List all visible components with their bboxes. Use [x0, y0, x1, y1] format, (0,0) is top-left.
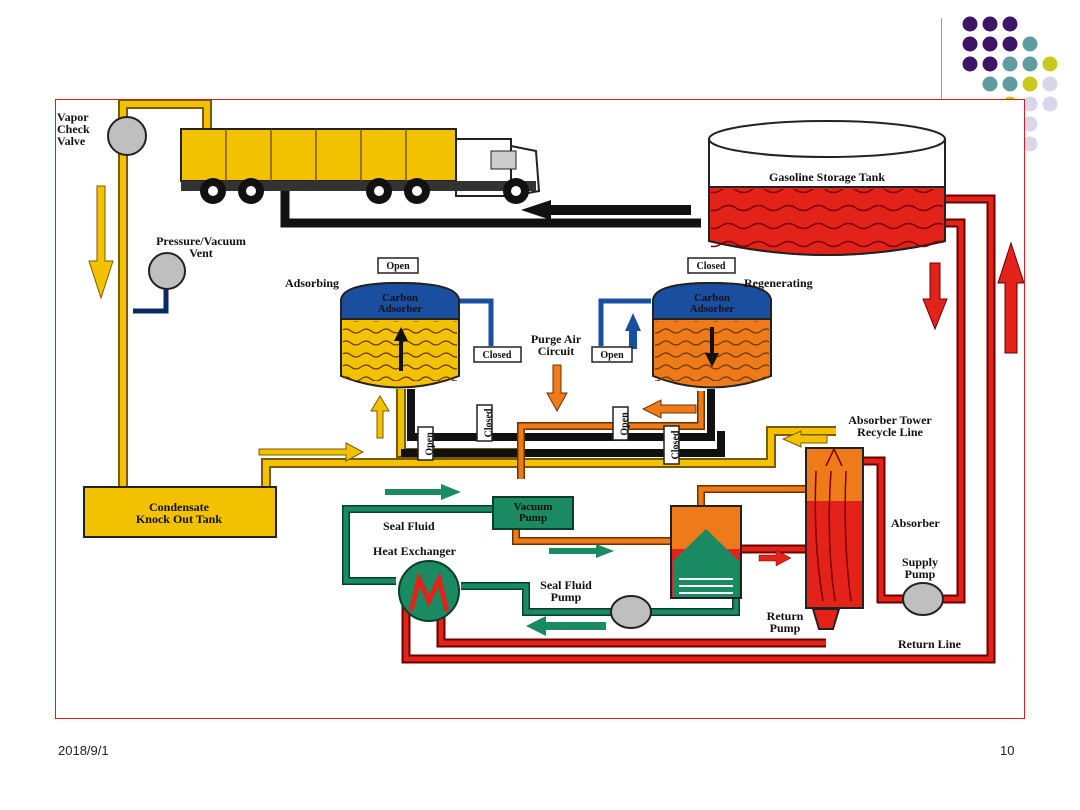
label-valve-closed-right-top: Closed [697, 261, 726, 272]
decorative-dot [1022, 116, 1038, 132]
carbon-adsorber-left [340, 281, 460, 389]
label-valve-open-mid-right: Open [620, 412, 631, 436]
decorative-dot [1002, 56, 1018, 72]
condensate-knock-out-tank [83, 486, 277, 538]
decorative-dot [962, 56, 978, 72]
decorative-dot [1022, 56, 1038, 72]
vapor-check-valve [107, 116, 147, 156]
label-valve-open-right-side: Open [600, 350, 624, 361]
supply-pump [902, 582, 944, 616]
separator-vessel [670, 505, 742, 599]
decorative-dot-grid [962, 16, 1058, 152]
vacuum-pump [492, 496, 574, 530]
decorative-dot [982, 56, 998, 72]
slide-page-number: 10 [1000, 743, 1015, 758]
label-gasoline-storage-tank: Gasoline Storage Tank [769, 170, 885, 184]
decorative-dot [1002, 16, 1018, 32]
return-pump [811, 608, 841, 630]
heat-exchanger [398, 560, 460, 622]
decorative-dot [1042, 56, 1058, 72]
label-valve-closed-bottom-right: Closed [671, 430, 682, 459]
label-absorber: Absorber [891, 516, 940, 530]
label-seal-fluid: Seal Fluid [383, 519, 435, 533]
label-valve-closed-left-side: Closed [483, 350, 512, 361]
decorative-dot [982, 36, 998, 52]
label-heat-exchanger: Heat Exchanger [373, 544, 457, 558]
seal-fluid-pump [610, 595, 652, 629]
valve-tags [377, 257, 736, 465]
label-regenerating: Regenerating [744, 276, 813, 290]
tanker-truck [180, 128, 541, 204]
label-adsorbing: Adsorbing [285, 276, 339, 290]
decorative-dot [1042, 76, 1058, 92]
decorative-dot [1022, 136, 1038, 152]
gasoline-storage-tank [708, 120, 946, 257]
decorative-dot [982, 16, 998, 32]
label-valve-open-left-top: Open [386, 261, 410, 272]
decorative-dot [1022, 76, 1038, 92]
decorative-dot [1002, 36, 1018, 52]
decorative-dot [962, 16, 978, 32]
carbon-adsorber-right [652, 281, 772, 389]
blue-vent-pipes [133, 286, 651, 346]
decorative-dot [1042, 96, 1058, 112]
decorative-divider-line [941, 18, 942, 148]
label-valve-open-bottom-left: Open [425, 432, 436, 456]
decorative-dot [1002, 76, 1018, 92]
label-valve-closed-mid-left: Closed [484, 408, 495, 437]
decorative-dot [1022, 36, 1038, 52]
absorber-tower [805, 447, 864, 609]
slide-date: 2018/9/1 [58, 743, 109, 758]
label-return-line: Return Line [898, 637, 962, 651]
pressure-vacuum-vent [148, 252, 186, 290]
flow-arrows [88, 185, 1024, 636]
black-product-pipes [280, 176, 725, 457]
decorative-dot [982, 76, 998, 92]
decorative-dot [1022, 96, 1038, 112]
decorative-dot [962, 36, 978, 52]
